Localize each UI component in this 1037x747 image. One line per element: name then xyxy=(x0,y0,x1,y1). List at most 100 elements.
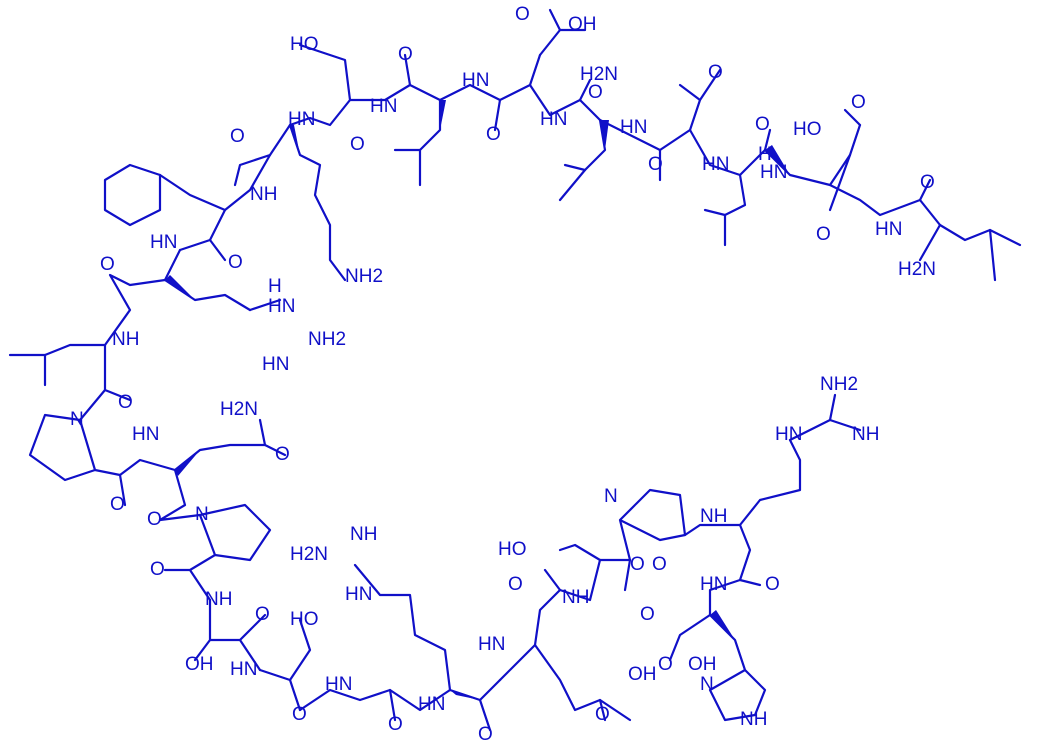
atom-label: H xyxy=(268,276,282,297)
atom-label: O xyxy=(595,704,610,725)
atom-label: HN xyxy=(150,232,177,253)
atom-label: HN xyxy=(478,634,505,655)
bond xyxy=(178,238,212,252)
atom-label: O xyxy=(147,509,162,530)
bond xyxy=(158,468,202,522)
bond xyxy=(248,298,282,312)
atom-label: O xyxy=(515,4,530,25)
atom-label: O xyxy=(150,559,165,580)
bond xyxy=(668,613,712,662)
bond xyxy=(843,108,862,127)
atom-label: HN xyxy=(370,96,397,117)
atom-label: H2N xyxy=(220,399,258,420)
atom-label: O xyxy=(708,62,723,83)
bond xyxy=(348,53,542,102)
atom-label: HN xyxy=(620,117,647,138)
atom-label: N xyxy=(700,674,714,695)
atom-label: NH xyxy=(350,524,377,545)
atom-label: NH xyxy=(852,424,879,445)
bond xyxy=(198,503,272,562)
atom-label: N xyxy=(70,409,84,430)
bond xyxy=(103,163,162,227)
atom-label: HN xyxy=(875,219,902,240)
bond xyxy=(28,413,97,482)
bond xyxy=(918,223,942,262)
atom-label: HO xyxy=(290,609,319,630)
bond xyxy=(418,98,442,187)
bond xyxy=(708,613,767,722)
bond xyxy=(578,78,592,102)
atom-label: OH xyxy=(628,664,657,685)
bond xyxy=(208,208,227,262)
atom-label: NH2 xyxy=(345,266,383,287)
atom-label: H xyxy=(758,144,772,165)
bond xyxy=(238,638,262,672)
atom-label: O xyxy=(388,714,403,735)
bond xyxy=(533,643,632,722)
atom-label: H2N xyxy=(898,259,936,280)
atom-label: O xyxy=(920,172,935,193)
atom-label: O xyxy=(292,704,307,725)
atom-label: O xyxy=(816,224,831,245)
bond xyxy=(723,173,747,247)
stereo-wedge xyxy=(450,690,480,700)
atom-label: NH2 xyxy=(308,329,346,350)
atom-label: H2N xyxy=(290,544,328,565)
bond xyxy=(353,563,452,692)
bond xyxy=(678,83,702,102)
bond xyxy=(298,678,502,712)
atom-label: O xyxy=(228,252,243,273)
bond xyxy=(918,198,997,282)
bond xyxy=(78,388,107,422)
bond xyxy=(233,43,352,187)
bond xyxy=(598,698,607,722)
atom-label: OH xyxy=(688,654,717,675)
atom-label: NH xyxy=(205,589,232,610)
atom-label: HN xyxy=(760,162,787,183)
atom-label: O xyxy=(508,574,523,595)
bond xyxy=(118,443,287,477)
bond xyxy=(828,393,837,422)
bond xyxy=(163,553,217,572)
bond xyxy=(493,98,502,132)
atom-label: O xyxy=(648,154,663,175)
atom-label: OH xyxy=(568,14,597,35)
atom-label: O xyxy=(630,554,645,575)
atom-label: HN xyxy=(775,424,802,445)
bond xyxy=(188,568,212,602)
atom-label: O xyxy=(350,134,365,155)
stereo-wedge xyxy=(710,610,735,640)
atom-label: N xyxy=(195,504,209,525)
atom-label: O xyxy=(255,604,270,625)
atom-label: O xyxy=(658,654,673,675)
atom-label: HO xyxy=(498,539,527,560)
stereo-wedge xyxy=(765,145,790,175)
stereo-wedge xyxy=(175,450,200,476)
atom-label: NH xyxy=(112,329,139,350)
atom-label: HN xyxy=(268,296,295,317)
stereo-wedge xyxy=(600,120,609,150)
atom-label: HN xyxy=(462,70,489,91)
bond xyxy=(708,523,752,617)
bond xyxy=(703,208,727,217)
atom-label: O xyxy=(486,124,501,145)
stereo-wedge xyxy=(290,125,300,155)
atom-label: HN xyxy=(230,659,257,680)
atom-label: HN xyxy=(702,154,729,175)
atom-label: OH xyxy=(185,654,214,675)
atom-label: NH xyxy=(250,184,277,205)
atom-label: NH2 xyxy=(820,374,858,395)
atom-label: O xyxy=(652,554,667,575)
bond xyxy=(288,618,312,682)
atom-label: HN xyxy=(262,354,289,375)
bond xyxy=(8,273,167,357)
atom-label: O xyxy=(100,254,115,275)
atom-label: N xyxy=(604,486,618,507)
atom-label: HO xyxy=(793,119,822,140)
bond xyxy=(828,153,852,212)
atom-label: O xyxy=(851,92,866,113)
atom-label: O xyxy=(478,724,493,745)
